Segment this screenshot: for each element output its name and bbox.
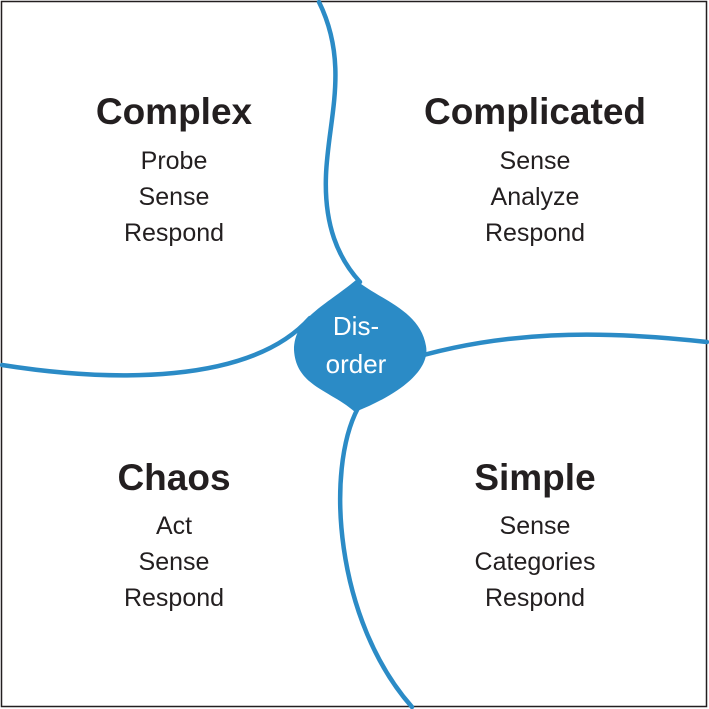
complicated-step-3: Respond <box>485 219 585 247</box>
simple-step-2: Categories <box>475 548 596 576</box>
simple-title: Simple <box>474 457 595 498</box>
complex-domain: Complex Probe Sense Respond <box>96 91 253 247</box>
disorder-label-line2: order <box>326 349 387 379</box>
chaos-step-2: Sense <box>139 548 210 576</box>
complex-chaos-boundary <box>0 315 313 378</box>
complicated-step-2: Analyze <box>491 183 580 211</box>
simple-domain: Simple Sense Categories Respond <box>474 457 595 612</box>
complex-step-3: Respond <box>124 219 224 247</box>
chaos-simple-boundary <box>337 405 415 709</box>
complex-step-1: Probe <box>141 147 208 175</box>
disorder-label-line1: Dis- <box>333 311 379 341</box>
complex-step-2: Sense <box>139 183 210 211</box>
simple-step-1: Sense <box>500 512 571 540</box>
chaos-domain: Chaos Act Sense Respond <box>117 457 230 612</box>
disorder-blob <box>294 280 427 412</box>
simple-step-3: Respond <box>485 584 585 612</box>
complex-title: Complex <box>96 91 253 132</box>
chaos-step-1: Act <box>156 512 192 540</box>
chaos-title: Chaos <box>117 457 230 498</box>
chaos-step-3: Respond <box>124 584 224 612</box>
complicated-simple-boundary <box>397 332 709 365</box>
complicated-domain: Complicated Sense Analyze Respond <box>424 91 646 247</box>
complicated-title: Complicated <box>424 91 646 132</box>
complex-complicated-boundary <box>316 0 363 285</box>
complicated-step-1: Sense <box>500 147 571 175</box>
